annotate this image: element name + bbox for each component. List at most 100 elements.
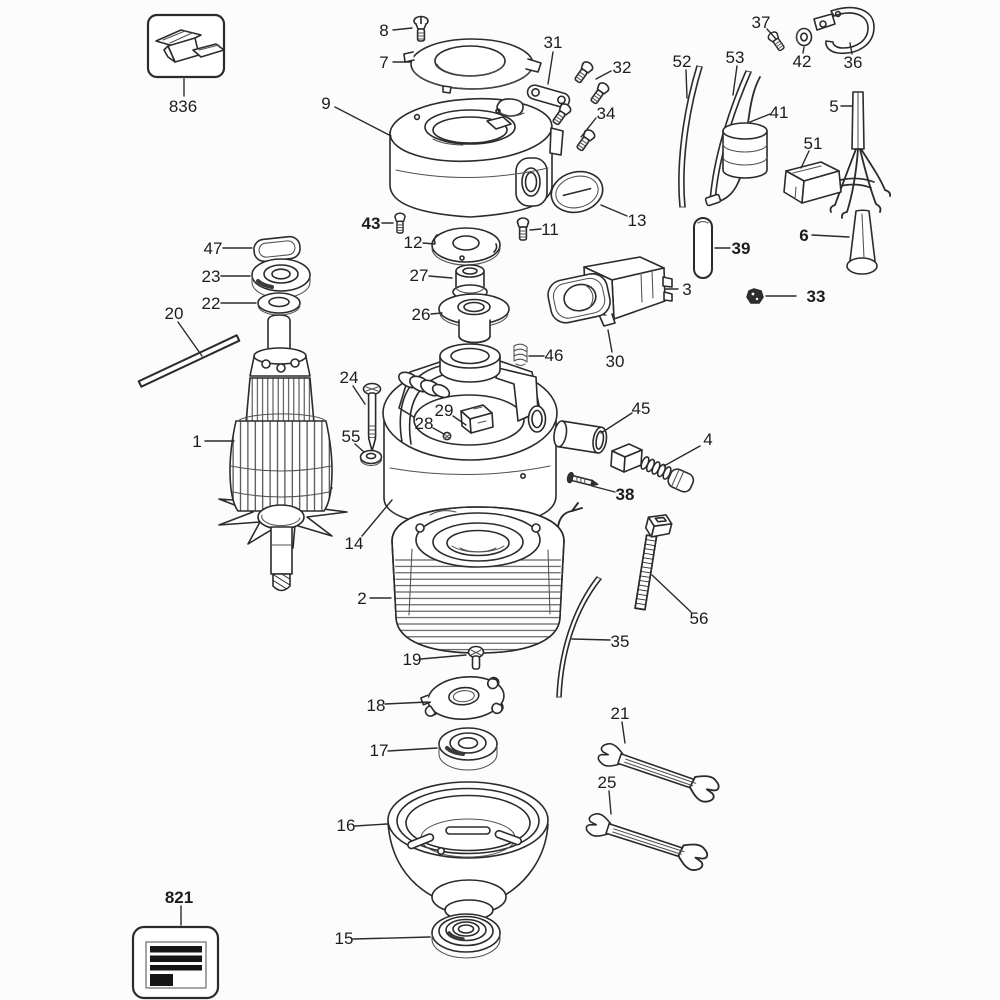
leader-line-25: [608, 790, 612, 815]
washer-22: [257, 292, 301, 316]
part-label-3: 3: [682, 280, 691, 299]
leader-line-42: [802, 46, 805, 54]
brush-4: [610, 443, 695, 493]
leader-line-24: [352, 385, 366, 405]
part-label-47: 47: [204, 239, 223, 258]
tube-52: [678, 65, 703, 208]
leader-line-37: [766, 28, 777, 40]
leader-line-15: [352, 936, 431, 940]
screw-38: [566, 471, 599, 487]
screw-43: [394, 212, 406, 234]
switch-rocker-30: [547, 273, 611, 324]
screw-28: [442, 431, 452, 441]
leader-line-28: [432, 427, 445, 435]
motor-housing-14: [382, 343, 558, 528]
leader-line-8: [392, 27, 413, 31]
lead-wire-35: [556, 576, 602, 698]
leader-line-38: [591, 485, 616, 493]
leader-line-16: [354, 823, 388, 827]
washer-55: [359, 449, 383, 466]
part-label-836: 836: [169, 97, 197, 116]
clip-836-box: [146, 13, 226, 79]
base-bowl-16: [387, 781, 549, 921]
leader-line-53: [732, 65, 738, 96]
part-label-35: 35: [611, 632, 630, 651]
baffle-plate-12: [431, 227, 501, 266]
leader-line-34: [580, 117, 597, 138]
leader-line-11: [529, 228, 542, 231]
part-label-56: 56: [690, 609, 709, 628]
leader-line-36: [849, 42, 853, 55]
leader-line-17: [387, 747, 438, 752]
leader-line-56: [651, 574, 692, 613]
leader-line-30: [607, 329, 613, 353]
part-label-26: 26: [412, 305, 431, 324]
leader-line-26: [430, 312, 443, 315]
part-label-31: 31: [544, 33, 563, 52]
screw-19: [467, 645, 485, 670]
tube-39: [693, 217, 713, 279]
part-label-17: 17: [370, 741, 389, 760]
leader-line-4: [663, 445, 701, 467]
part-label-52: 52: [673, 52, 692, 71]
leader-line-27: [428, 275, 453, 279]
part-label-25: 25: [598, 773, 617, 792]
part-label-22: 22: [202, 294, 221, 313]
field-2: [391, 506, 565, 654]
part-label-27: 27: [410, 266, 429, 285]
part-label-15: 15: [335, 929, 354, 948]
part-label-34: 34: [597, 104, 616, 123]
part-label-37: 37: [752, 13, 771, 32]
part-label-32: 32: [613, 58, 632, 77]
cable-5: [829, 91, 892, 219]
leader-line-20: [177, 321, 203, 357]
screw-11: [516, 217, 530, 241]
leader-line-35: [571, 638, 611, 641]
part-label-9: 9: [321, 94, 330, 113]
gasket-47: [253, 235, 301, 263]
screw-8: [413, 15, 429, 42]
leader-line-18: [384, 701, 429, 705]
part-label-20: 20: [165, 304, 184, 323]
bearing-plate-18: [420, 676, 505, 720]
leader-line-52: [685, 69, 688, 99]
leader-line-29: [452, 415, 467, 426]
part-label-12: 12: [404, 233, 423, 252]
part-label-2: 2: [357, 589, 366, 608]
part-label-55: 55: [342, 427, 361, 446]
leader-line-41: [749, 113, 771, 123]
part-label-11: 11: [541, 220, 559, 239]
seal-15: [431, 913, 501, 959]
part-label-46: 46: [545, 346, 564, 365]
rod-20: [137, 334, 241, 388]
leader-line-21: [621, 721, 626, 744]
part-label-29: 29: [435, 401, 454, 420]
part-label-24: 24: [340, 368, 359, 387]
part-label-30: 30: [606, 352, 625, 371]
screw-24: [362, 382, 382, 452]
part-label-39: 39: [732, 239, 751, 258]
wrench-25: [582, 807, 712, 876]
part-label-23: 23: [202, 267, 221, 286]
leader-line-32: [595, 70, 612, 80]
part-label-33: 33: [807, 287, 826, 306]
part-label-5: 5: [829, 97, 838, 116]
screw-37: [766, 29, 787, 53]
part-label-28: 28: [415, 414, 434, 433]
leader-line-13: [600, 204, 628, 217]
part-label-45: 45: [632, 399, 651, 418]
part-label-1: 1: [192, 432, 201, 451]
brush-holder: [398, 371, 451, 399]
leader-line-14: [361, 499, 393, 537]
cable-clamp-36: [813, 6, 875, 54]
leader-line-19: [420, 654, 467, 660]
part-label-41: 41: [770, 103, 789, 122]
part-label-42: 42: [793, 52, 812, 71]
part-label-16: 16: [337, 816, 356, 835]
part-label-51: 51: [804, 134, 823, 153]
screws-32: [571, 59, 612, 107]
brush-sleeve-45: [553, 420, 608, 454]
